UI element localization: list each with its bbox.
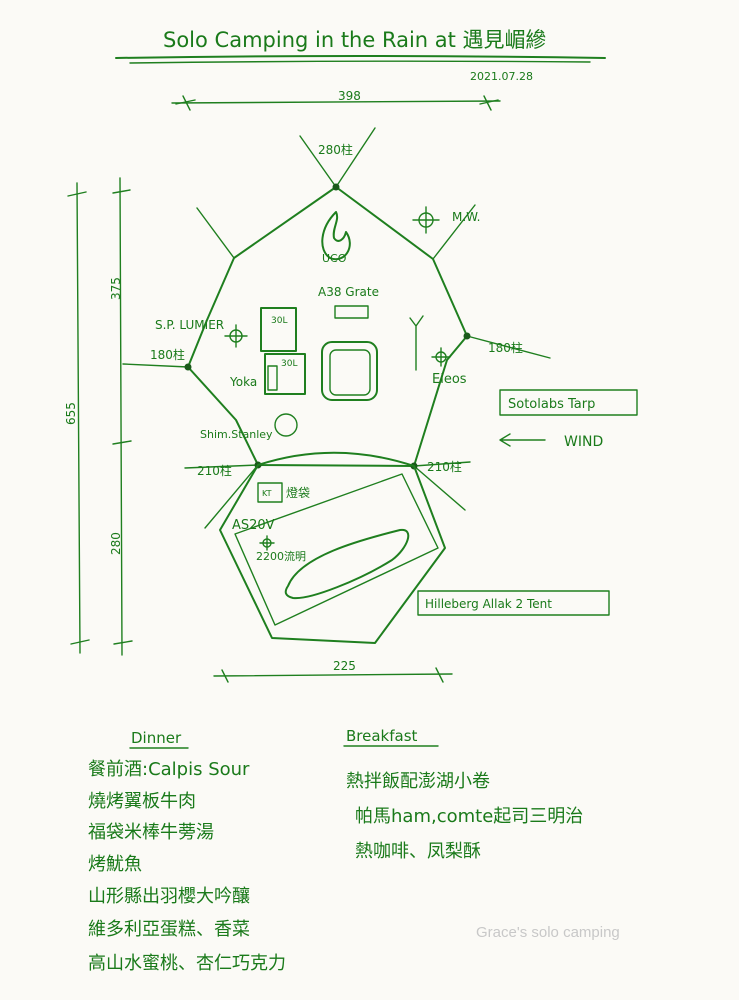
shim-label: Shim.Stanley — [200, 428, 273, 441]
dim-left-upper-label: 375 — [109, 277, 123, 300]
tent-outline — [219, 451, 446, 644]
breakfast-item: 熱咖啡、凤梨酥 — [355, 841, 481, 862]
tarp-outline — [187, 186, 468, 467]
sotolabs-label: Sotolabs Tarp — [508, 397, 595, 412]
pole-right-dot — [463, 332, 471, 340]
title-underline-2 — [129, 60, 591, 64]
tent-inner — [234, 473, 439, 626]
dinner-item: 餐前酒:Calpis Sour — [88, 759, 250, 780]
dinner-item: 福袋米棒牛蒡湯 — [88, 822, 214, 843]
dinner-item: 高山水蜜桃、杏仁巧克力 — [88, 953, 286, 974]
wind-arrow-icon — [499, 433, 546, 447]
breakfast-heading: Breakfast — [346, 727, 418, 745]
lamp2200-label: 2200流明 — [256, 549, 306, 563]
chair — [321, 341, 378, 401]
dinner-item: 維多利亞蛋糕、香菜 — [88, 919, 250, 940]
guy-upper — [196, 204, 476, 260]
yoka-label: Yoka — [229, 375, 257, 389]
wind-label: WIND — [564, 434, 603, 450]
guy-low — [184, 461, 471, 529]
dim-top-ticks — [175, 95, 499, 111]
date: 2021.07.28 — [470, 70, 533, 83]
pole-top-label: 280柱 — [318, 142, 353, 157]
pole-top-dot — [332, 183, 340, 191]
sleeping-pad — [284, 528, 410, 600]
lamp-bag-icon-label: KT — [262, 489, 272, 498]
watermark: Grace's solo camping — [476, 924, 620, 941]
breakfast-item: 熱拌飯配澎湖小卷 — [346, 771, 490, 792]
dim-top-line — [171, 100, 501, 104]
lamp-bag-label: 燈袋 — [286, 485, 310, 500]
dinner-item: 山形縣出羽櫻大吟釀 — [88, 886, 250, 907]
dinner-item: 燒烤翼板牛肉 — [88, 791, 196, 812]
uco-label: UCO — [322, 252, 347, 265]
trekking-pole — [409, 315, 424, 371]
flame-icon — [321, 211, 351, 261]
dim-left-total-ticks — [67, 191, 90, 645]
pole-left-dot — [184, 363, 192, 371]
stanley-pot — [274, 413, 298, 437]
dim-top-label: 398 — [338, 89, 361, 103]
dim-left-total-line — [76, 182, 81, 654]
pole-right-low-label: 210柱 — [427, 459, 462, 474]
guy-top — [299, 127, 376, 188]
hilleberg-label: Hilleberg Allak 2 Tent — [425, 597, 552, 611]
sotolabs-box — [499, 389, 638, 416]
dinner-heading: Dinner — [131, 729, 182, 747]
dim-left-split-line — [119, 177, 123, 656]
guy-mid — [122, 335, 551, 368]
pole-left-label: 180柱 — [150, 347, 185, 362]
box-30l-1 — [260, 307, 297, 352]
breakfast-item: 帕馬ham,comte起司三明治 — [355, 806, 583, 827]
dim-bottom-ticks — [221, 667, 444, 683]
box2-label: 30L — [281, 359, 297, 369]
a38-grate — [334, 305, 369, 319]
dim-bottom-label: 225 — [333, 659, 356, 673]
box-30l-2 — [264, 353, 306, 395]
sp-lumier-label: S.P. LUMIER — [155, 318, 224, 332]
mw-label: M.W. — [452, 210, 480, 224]
dim-left-lower-label: 280 — [109, 532, 123, 555]
dim-left-split-ticks — [112, 189, 133, 645]
dinner-item: 烤魷魚 — [88, 854, 142, 875]
dim-left-total-label: 655 — [64, 402, 78, 425]
lamp-bag-box — [257, 482, 283, 503]
pole-right-label: 180柱 — [488, 340, 523, 355]
box1-label: 30L — [271, 316, 287, 326]
dim-bottom-line — [213, 673, 453, 677]
a38-label: A38 Grate — [318, 285, 379, 299]
pole-left-low-label: 210柱 — [197, 463, 232, 478]
eleos-label: Eleos — [432, 372, 467, 387]
page-title: Solo Camping in the Rain at 遇見嵋縿 — [163, 28, 547, 52]
title-underline — [115, 55, 606, 59]
hilleberg-box — [417, 590, 610, 616]
as20v-label: AS20V — [232, 518, 275, 533]
yoka-table — [267, 365, 278, 391]
